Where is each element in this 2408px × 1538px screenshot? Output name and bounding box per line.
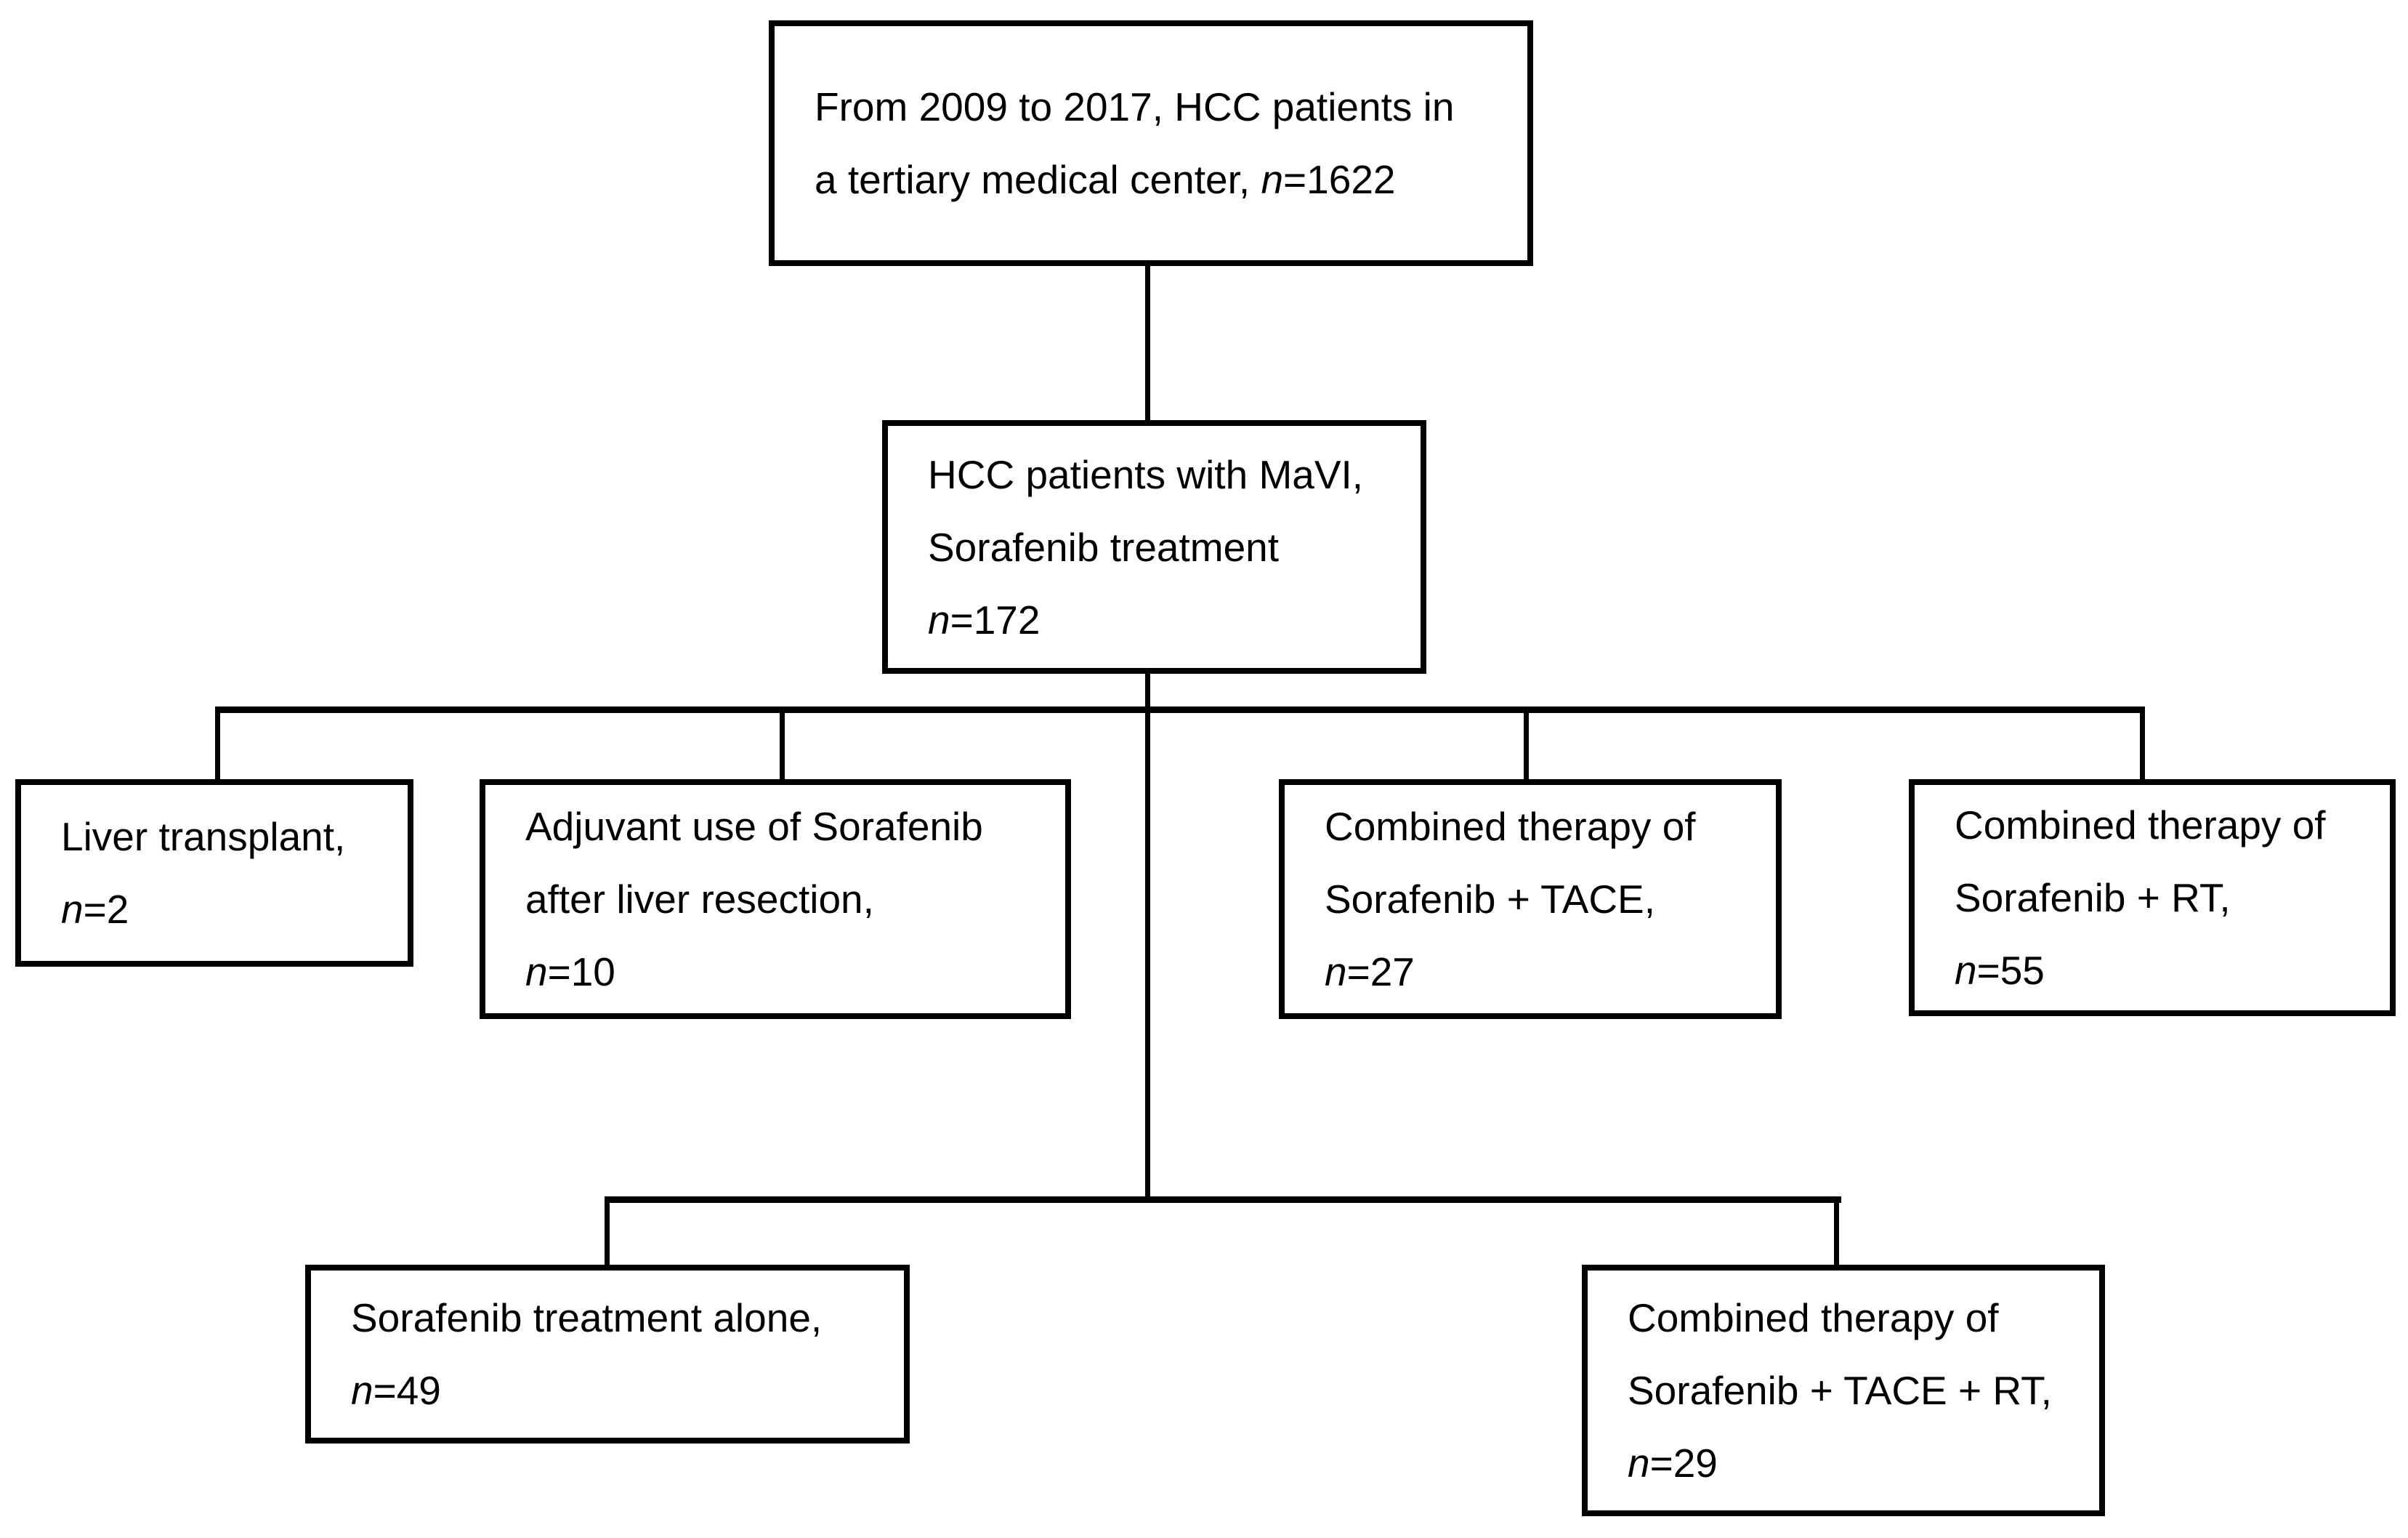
connector-source-to-mavi — [1145, 265, 1150, 423]
branch-line-main — [215, 706, 2145, 713]
node-mavi-sorafenib-treatment: HCC patients with MaVI,Sorafenib treatme… — [882, 420, 1426, 674]
node-mavi-sorafenib-treatment-text: HCC patients with MaVI,Sorafenib treatme… — [928, 451, 1364, 643]
branch-line-bottom — [605, 1196, 1841, 1203]
drop-liver-transplant — [215, 706, 220, 782]
connector-mavi-stem — [1145, 672, 1150, 710]
drop-sorafenib-rt — [2140, 706, 2145, 782]
drop-sorafenib-tace — [1524, 706, 1529, 782]
connector-central-stem — [1145, 706, 1150, 1202]
node-sorafenib-alone-text: Sorafenib treatment alone,n=49 — [351, 1295, 823, 1413]
drop-sorafenib-tace-rt — [1834, 1196, 1839, 1268]
drop-sorafenib-alone — [605, 1196, 610, 1268]
node-sorafenib-alone: Sorafenib treatment alone,n=49 — [305, 1265, 910, 1444]
node-liver-transplant: Liver transplant,n=2 — [15, 779, 413, 967]
drop-adjuvant-sorafenib — [780, 706, 785, 782]
node-liver-transplant-text: Liver transplant,n=2 — [61, 814, 346, 932]
